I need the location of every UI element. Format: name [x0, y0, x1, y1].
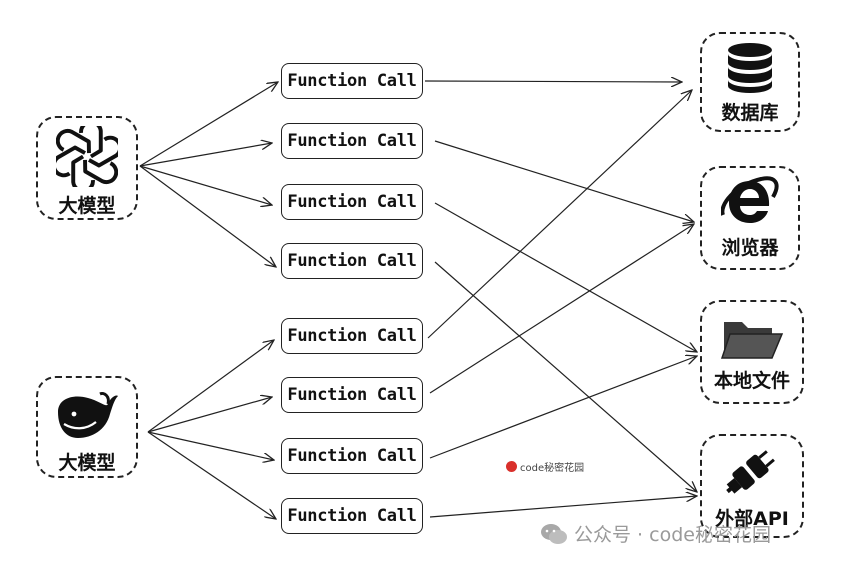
arrow-fc2-browser — [434, 140, 694, 222]
arrow-model2-fc5 — [147, 340, 274, 433]
openai-logo-icon — [56, 126, 118, 187]
target-label: 外部API — [715, 508, 789, 530]
target-node-database: 数据库 — [700, 32, 800, 132]
target-label: 本地文件 — [713, 370, 790, 392]
wechat-icon — [541, 523, 567, 544]
function-call-box: Function Call — [281, 63, 423, 99]
target-label: 浏览器 — [721, 237, 779, 259]
arrow-model2-fc8 — [147, 431, 276, 519]
arrow-model2-fc6 — [147, 397, 272, 433]
model-node-deepseek: 大模型 — [36, 376, 138, 478]
watermark-logo-icon — [506, 461, 517, 472]
model-label: 大模型 — [58, 195, 116, 217]
plug-icon — [726, 450, 775, 494]
database-icon — [728, 43, 772, 93]
target-node-local-file: 本地文件 — [700, 300, 804, 404]
function-call-box: Function Call — [281, 318, 423, 354]
internet-explorer-icon — [721, 176, 779, 223]
function-call-box: Function Call — [281, 438, 423, 474]
arrow-fc4-api — [434, 261, 697, 492]
target-node-browser: 浏览器 — [700, 166, 800, 270]
function-call-box: Function Call — [281, 184, 423, 220]
model-node-openai: 大模型 — [36, 116, 138, 220]
arrow-fc8-api — [429, 496, 697, 518]
function-call-box: Function Call — [281, 498, 423, 534]
function-call-box: Function Call — [281, 377, 423, 413]
arrow-fc5-database — [427, 90, 692, 339]
target-node-external-api: 外部API — [700, 434, 804, 538]
arrow-fc3-localfile — [434, 202, 697, 352]
arrow-fc7-localfile — [429, 356, 697, 459]
arrow-model1-fc4 — [139, 165, 276, 267]
watermark-bottom-text: 公众号 · code秘密花园 — [574, 524, 771, 546]
function-call-box: Function Call — [281, 123, 423, 159]
model-label: 大模型 — [58, 452, 116, 474]
arrow-model1-fc3 — [139, 165, 272, 205]
folder-icon — [720, 322, 784, 359]
arrow-fc6-browser — [429, 224, 694, 394]
arrow-fc1-database — [424, 81, 682, 82]
watermark-center-text: code秘密花园 — [520, 463, 585, 474]
arrow-model1-fc1 — [139, 82, 278, 167]
function-call-box: Function Call — [281, 243, 423, 279]
arrow-model2-fc7 — [147, 431, 274, 460]
target-label: 数据库 — [721, 102, 779, 124]
watermark-bottom: 公众号 · code秘密花园 — [540, 520, 771, 547]
arrow-model1-fc2 — [139, 143, 272, 167]
watermark-center: code秘密花园 — [506, 459, 584, 474]
deepseek-whale-icon — [58, 392, 118, 438]
